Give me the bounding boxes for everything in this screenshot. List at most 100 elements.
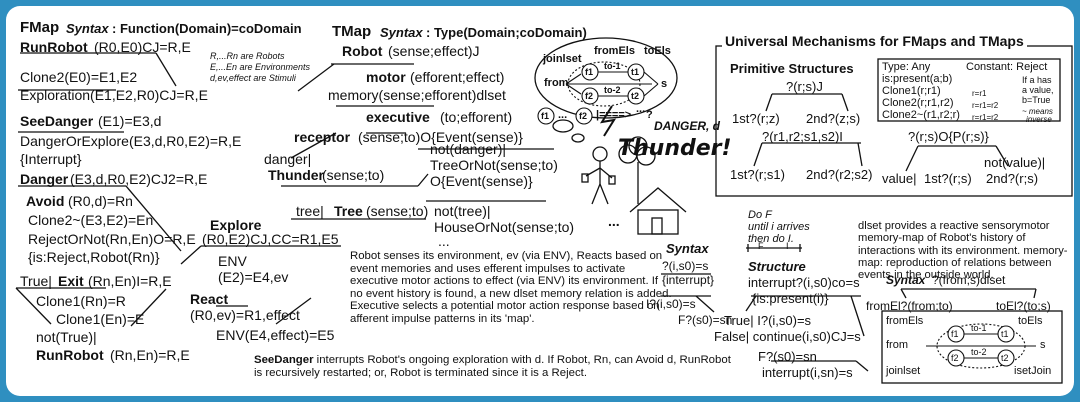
universal-second1: 2nd?(z;s) — [806, 111, 861, 126]
fmap-syntax-text: : Function(Domain)=coDomain — [112, 21, 302, 36]
fmap-runrobot2-args: (Rn,En)=R,E — [110, 347, 190, 363]
paragraph-seedanger-fn: SeeDanger — [254, 354, 314, 366]
typebox-c3: r=r1=r2 — [972, 113, 999, 122]
cloud-to1: to-1 — [604, 61, 621, 71]
fmap-note-robots: R,...Rn are Robots — [210, 51, 285, 61]
cloud-bottom-arrow: |====> — [596, 109, 632, 121]
typebox-ifhas2: a value, — [1022, 85, 1054, 95]
explore-react-fn: React — [190, 291, 229, 307]
dlset-s: s — [1040, 339, 1046, 351]
universal-value: value| — [882, 171, 917, 186]
universal-title: Universal Mechanisms for FMaps and TMaps — [722, 34, 1027, 48]
cloud-from: from — [544, 77, 569, 89]
typebox-clone2: Clone2(r;r1,r2) — [882, 97, 954, 109]
paragraph-seedanger-text: interrupts Robot's ongoing exploration w… — [254, 354, 731, 379]
explore-title: Explore — [210, 217, 262, 233]
typebox-type: Type: Any — [882, 61, 931, 73]
fmap-runrobot-args: (R0,E0)CJ=R,E — [94, 39, 191, 55]
connector-lines — [15, 37, 1073, 384]
scene-danger-label: DANGER, d — [654, 119, 720, 133]
dlset-f1: f1 — [951, 329, 959, 339]
fmap-exit-args: (Rn,En)I=R,E — [88, 273, 172, 289]
universal-notvalue: not(value)| — [984, 155, 1046, 170]
dlset-joinlset: joinlset — [886, 365, 921, 377]
fmap-nottrue: not(True)| — [36, 329, 97, 345]
fmap-exit-pre: True| — [20, 273, 52, 289]
tmap-treeornot: TreeOrNot(sense;to) — [430, 157, 558, 173]
tmap-robot-args: (sense;effect)J — [388, 43, 480, 59]
structure-l3: True| I?(i,s0)=s — [724, 313, 812, 328]
dof-i: I — [786, 241, 789, 251]
fmap-clone1-env: Clone1(En)=E — [56, 311, 145, 327]
tmap-executive-args: (to;efforent) — [440, 109, 513, 125]
universal-first1: 1st?(r;z) — [732, 111, 780, 126]
dlset-syntax: ?(from;s)dlset — [932, 273, 1006, 287]
cloud-s: s — [661, 78, 668, 90]
tmap-syntax-text: : Type(Domain;coDomain) — [426, 25, 587, 40]
fmap-dangerorexplore: DangerOrExplore(E3,d,R0,E2)=R,E — [20, 133, 242, 149]
universal-primitive: Primitive Structures — [730, 61, 854, 76]
dlset-to1: to-1 — [971, 323, 987, 333]
explore-env3: ENV(E4,effect)=E5 — [216, 327, 335, 343]
fmap-exploration: Exploration(E1,E2,R0)CJ=R,E — [20, 87, 208, 103]
tmap-motor-args: (efforent;effect) — [410, 69, 505, 85]
tmap-receptor-args: (sense;to)O{Event(sense)} — [358, 129, 523, 145]
syntax-mid-l2: {interrupt} — [662, 273, 715, 287]
typebox-present: is:present(a;b) — [882, 73, 953, 85]
syntax-mid-label: Syntax — [666, 241, 709, 256]
cloud-bottom-q: ? — [646, 109, 653, 121]
universal-first2: 1st?(r;s1) — [730, 167, 785, 182]
paragraph-seedanger: SeeDanger interrupts Robot's ongoing exp… — [254, 354, 732, 379]
dlset-t2: t2 — [1001, 353, 1009, 363]
tmap-notdanger: not(danger)| — [430, 141, 507, 157]
fmap-runrobot2-fn: RunRobot — [36, 347, 104, 363]
tmap-memory: memory(sense;efforent)dlset — [328, 87, 506, 103]
fmap-seedanger-args: (E1)=E3,d — [98, 113, 162, 129]
tmap-danger-bar: danger| — [264, 151, 312, 167]
fmap-runrobot-fn: RunRobot — [20, 39, 88, 55]
cloud-bottom-f1: f1 — [541, 111, 550, 121]
scene-thunder: Thunder! — [618, 136, 732, 161]
cloud-dots: ... — [636, 103, 646, 115]
fmap-clone2-inverse: Clone2~(E3,E2)=En — [28, 212, 154, 228]
fmap-syntax-label: Syntax — [66, 21, 109, 36]
dlset-toel: toEl?(to;s) — [996, 299, 1051, 313]
explore-env2: (E2)=E4,ev — [218, 269, 289, 285]
fmap-avoid-args: (R0,d)=Rn — [68, 193, 133, 209]
cloud-bottom-f2: f2 — [579, 111, 588, 121]
cloud-to2: to-2 — [604, 85, 621, 95]
universal-first3: 1st?(r;s) — [924, 171, 972, 186]
tmap-houseornot: HouseOrNot(sense;to) — [434, 219, 575, 235]
dof-line1: Do F — [748, 209, 772, 221]
tmap-robot-fn: Robot — [342, 43, 383, 59]
tmap-title: TMap — [332, 23, 372, 40]
universal-rso: ?(r;s)O{P(r;s)} — [908, 129, 989, 144]
universal-rsj: ?(r;s)J — [786, 79, 823, 94]
fmap-isreject: {is:Reject,Robot(Rn)} — [28, 249, 160, 265]
cloud-f1: f1 — [585, 67, 594, 77]
fmap-interrupt: {Interrupt} — [20, 151, 82, 167]
dlset-isetjoin: isetJoin — [1014, 365, 1052, 377]
cloud-f2: f2 — [585, 91, 594, 101]
scene-dots: ... — [608, 213, 620, 229]
tmap-oevent: O{Event(sense)} — [430, 173, 533, 189]
dlset-f2: f2 — [951, 353, 959, 363]
explore-env: ENV — [218, 253, 247, 269]
typebox-means: ~ means — [1022, 107, 1053, 116]
universal-r1r2: ?(r1,r2;s1,s2)I — [762, 129, 843, 144]
dlset-to2: to-2 — [971, 347, 987, 357]
cloud-joinlset: joinlset — [543, 53, 582, 65]
cloud-t2: t2 — [631, 91, 640, 101]
fmap-clone2: Clone2(E0)=E1,E2 — [20, 69, 138, 85]
universal-second2: 2nd?(r2;s2) — [806, 167, 873, 182]
diagram-canvas: FMap Syntax : Function(Domain)=coDomain … — [6, 6, 1074, 396]
tmap-syntax-label: Syntax — [380, 25, 423, 40]
structure-l4: False| continue(i,s0)CJ=s — [714, 329, 861, 344]
typebox-c1: r=r1 — [972, 89, 987, 98]
fmap-exit-fn: Exit — [58, 273, 84, 289]
typebox-c2: r=r1=r2 — [972, 101, 999, 110]
typebox-ifhas1: If a has — [1022, 75, 1052, 85]
tmap-tree-bar: tree| — [296, 203, 324, 219]
dlset-fromel: fromEl?(from;to) — [866, 299, 953, 313]
dof-line2: until i arrives — [748, 221, 810, 233]
